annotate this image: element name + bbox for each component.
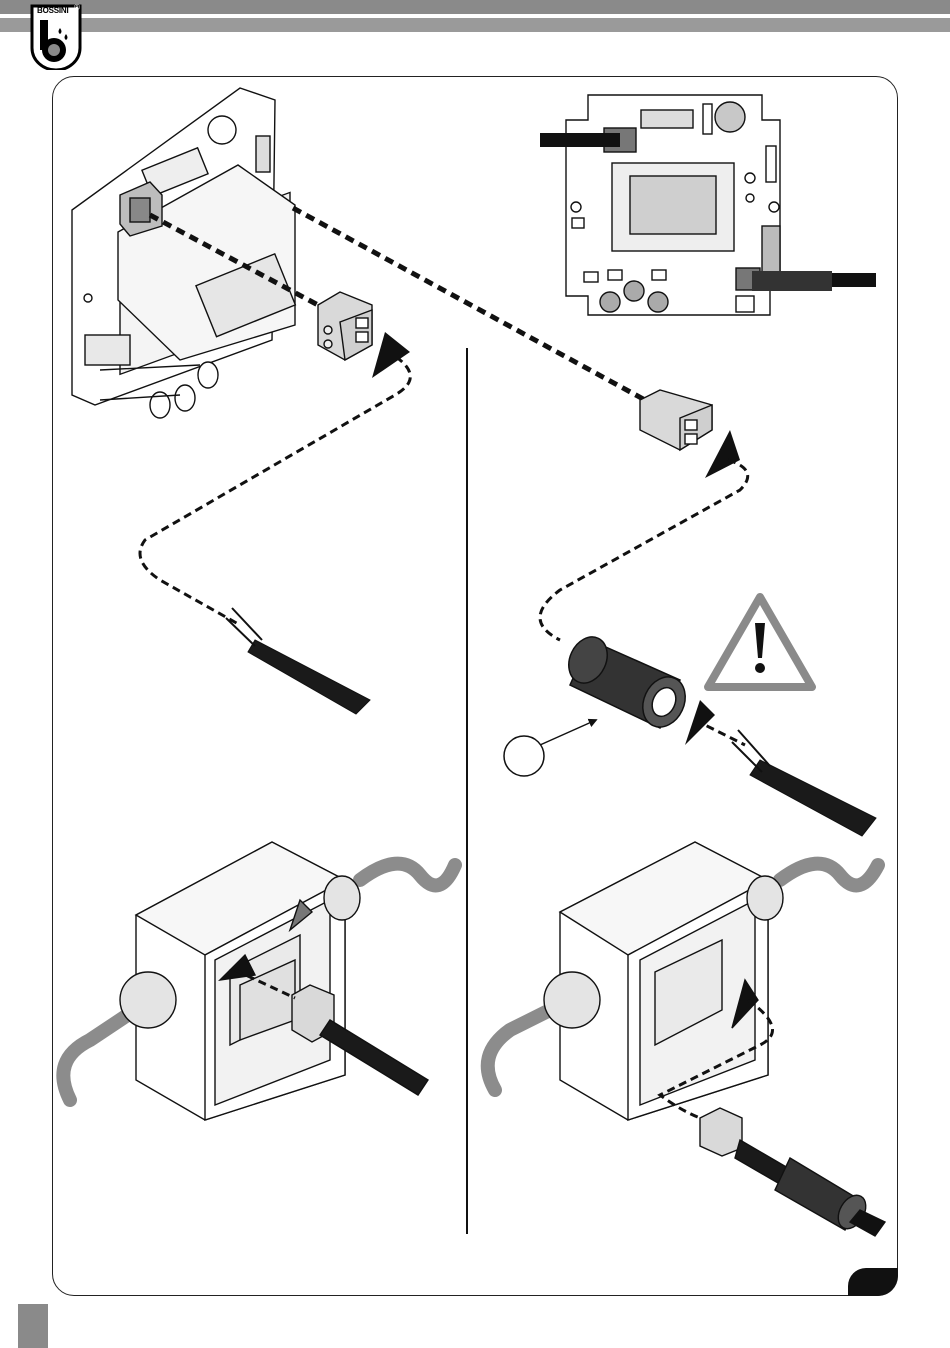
cable-right — [732, 730, 876, 836]
cable-left — [226, 608, 370, 714]
junction-box-right — [488, 842, 885, 1236]
board-connector-right — [566, 95, 780, 315]
arrow-up-right — [705, 430, 740, 478]
terminal-block-right — [640, 390, 712, 450]
callout-circle-icon — [504, 720, 596, 776]
terminal-block-left — [318, 292, 372, 360]
board-connector-left — [72, 88, 295, 418]
arrow-up-left — [372, 332, 410, 378]
warning-triangle-icon — [708, 597, 812, 687]
ferrite-core — [562, 631, 694, 734]
arrow-into-ferrite — [685, 700, 715, 745]
